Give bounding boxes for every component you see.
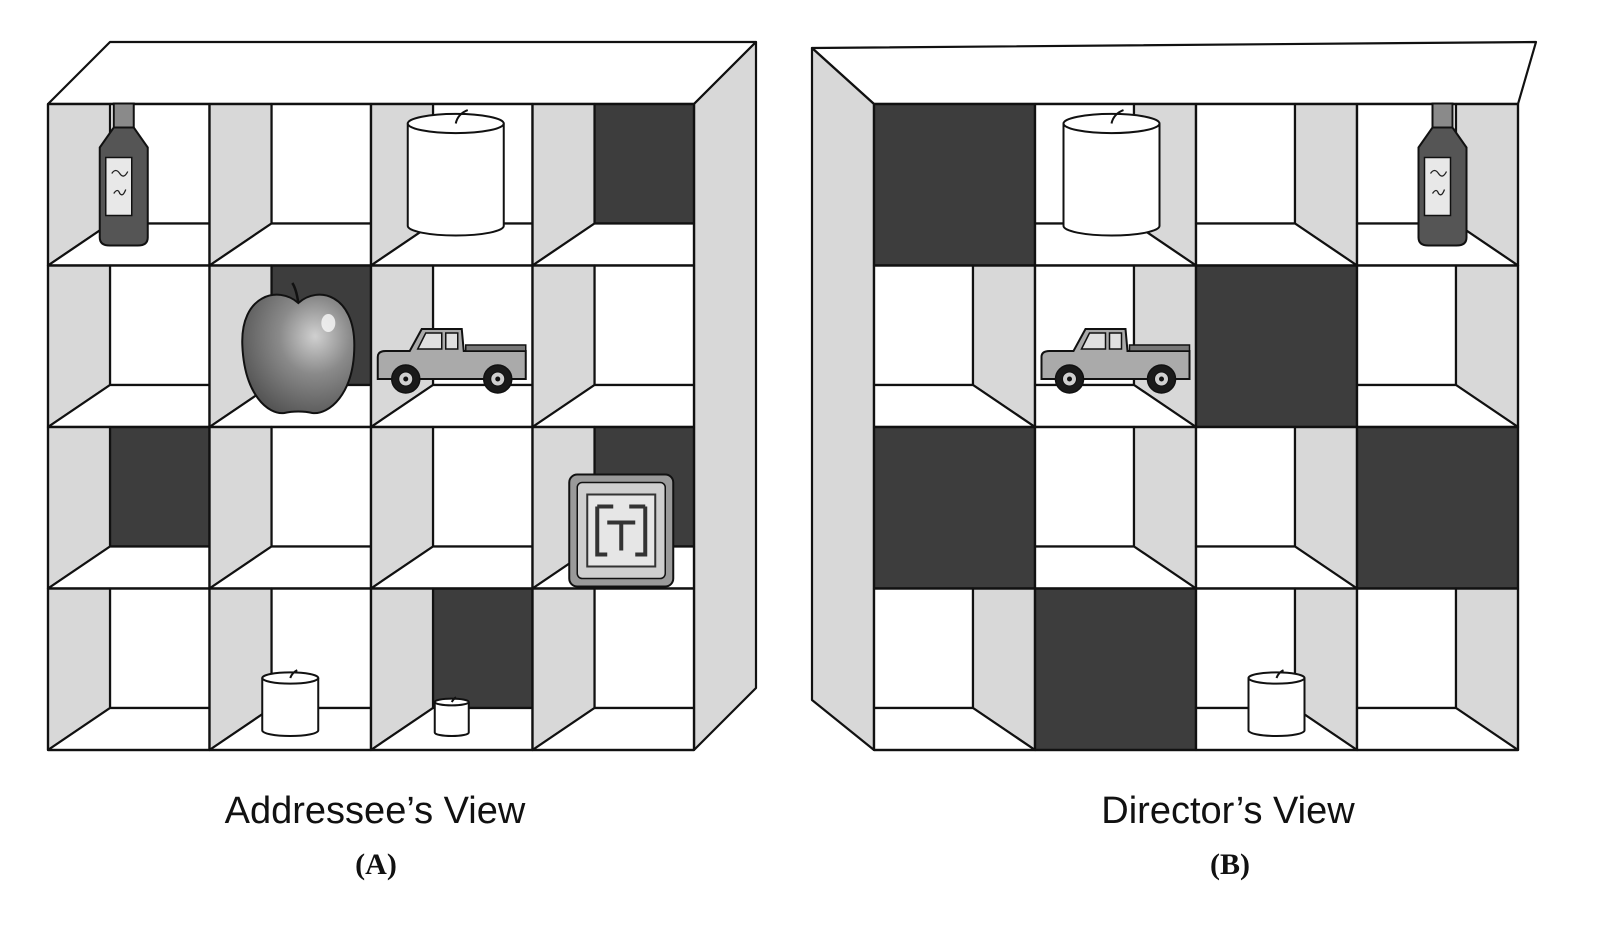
shelf-cell [872, 264, 1037, 429]
shelf-right-side [692, 40, 758, 752]
cell-back [1194, 425, 1297, 548]
cell-back [1355, 587, 1458, 710]
shelf-cell [46, 425, 211, 590]
bottle-icon [1417, 102, 1468, 247]
cell-back [1355, 264, 1458, 387]
cell-back [270, 102, 373, 225]
shelf-cell [1194, 264, 1359, 429]
shelf-cell [1033, 587, 1198, 752]
block-icon [568, 473, 675, 588]
shelf-cell [208, 102, 373, 267]
shelf-cell [46, 264, 211, 429]
truck-icon [1040, 328, 1191, 394]
shelf-cell [46, 587, 211, 752]
shelf-cell [872, 425, 1037, 590]
cell-back [1033, 425, 1136, 548]
candle-medium-icon [1247, 669, 1306, 737]
shelf-addressee-view [46, 40, 758, 752]
shelf-cell [1355, 587, 1520, 752]
blocked-cell [1355, 425, 1520, 590]
shelf-cell [369, 425, 534, 590]
shelf-cell [369, 587, 534, 752]
cell-back [1194, 102, 1297, 225]
blocked-back-panel [593, 102, 696, 225]
cell-back [108, 264, 211, 387]
shelf-top [810, 40, 1538, 106]
shelf-cell [1355, 425, 1520, 590]
candle-large-icon [1062, 109, 1161, 237]
truck-icon [376, 328, 527, 394]
panel-label-b: (B) [1210, 848, 1250, 881]
bottle-icon [98, 102, 149, 247]
blocked-cell [1194, 264, 1359, 429]
shelf-cell [1194, 425, 1359, 590]
blocked-cell [872, 425, 1037, 590]
cell-back [270, 425, 373, 548]
blocked-back-panel [108, 425, 211, 548]
cell-back [431, 425, 534, 548]
shelf-cell [208, 425, 373, 590]
blocked-cell [1033, 587, 1198, 752]
shelf-left-side [810, 46, 876, 752]
shelf-top [46, 40, 758, 106]
shelf-director-view [810, 40, 1538, 752]
candle-large-icon [406, 109, 505, 237]
candle-small-icon [433, 696, 470, 737]
apple-icon [241, 282, 356, 415]
caption-director-view: Director’s View [1101, 790, 1355, 832]
cell-back [872, 587, 975, 710]
shelf-cell [1355, 264, 1520, 429]
blocked-cell [872, 102, 1037, 267]
blocked-back-panel [431, 587, 534, 710]
cell-back [593, 587, 696, 710]
shelf-cell [531, 587, 696, 752]
shelf-cell [531, 264, 696, 429]
panel-label-a: (A) [355, 848, 397, 881]
candle-medium-icon [261, 669, 320, 737]
shelf-cell [872, 587, 1037, 752]
shelf-cell [1033, 425, 1198, 590]
shelf-cell [872, 102, 1037, 267]
shelf-cell [1194, 102, 1359, 267]
cell-back [108, 587, 211, 710]
caption-addressee-view: Addressee’s View [224, 790, 526, 832]
cell-back [872, 264, 975, 387]
shelf-cell [531, 102, 696, 267]
cell-back [593, 264, 696, 387]
